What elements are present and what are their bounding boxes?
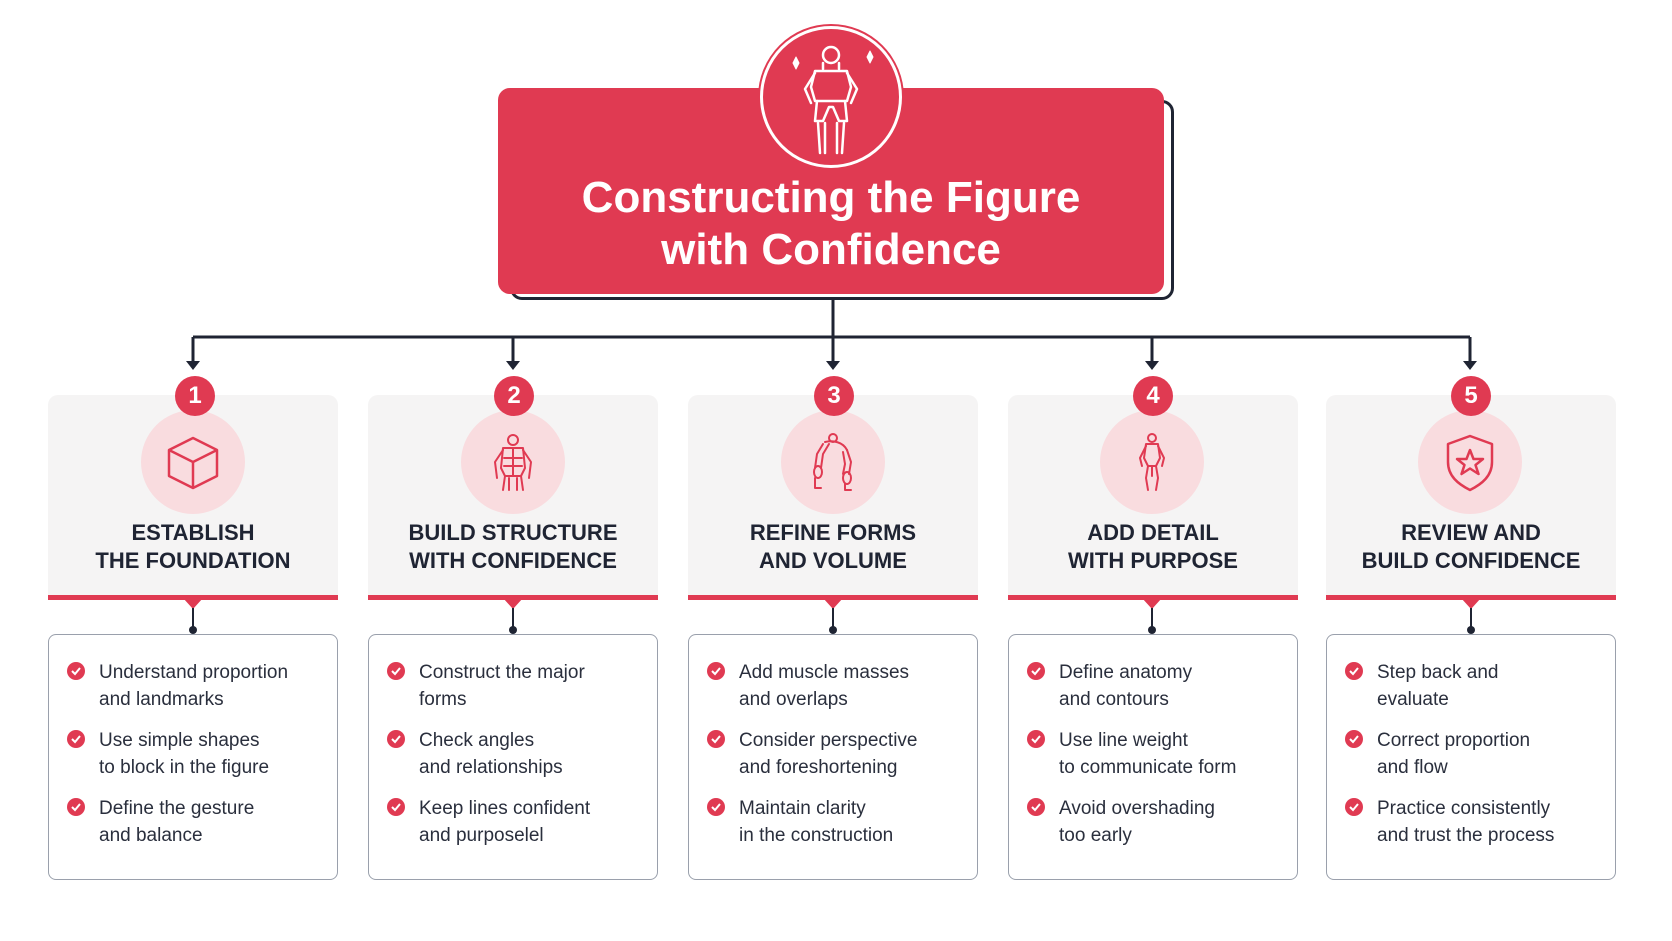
check-icon: [1345, 730, 1363, 748]
item-line-2: and trust the process: [1377, 825, 1555, 846]
step-title: ADD DETAIL WITH PURPOSE: [1008, 519, 1298, 575]
step-title: REFINE FORMS AND VOLUME: [688, 519, 978, 575]
torso-structure-icon: [461, 410, 565, 514]
item-line-1: Use simple shapes: [99, 730, 260, 751]
step-number-badge: 1: [175, 376, 215, 416]
item-line-1: Keep lines confident: [419, 798, 591, 819]
pointer-dot: [1148, 626, 1156, 634]
item-line-2: and purposelel: [419, 825, 544, 846]
check-icon: [387, 798, 405, 816]
pointer-stem: [512, 608, 514, 630]
card-pointer: [1142, 598, 1162, 609]
pointer-stem: [192, 608, 194, 630]
title-line-2: with Confidence: [661, 225, 1001, 274]
bent-figure-icon: [781, 410, 885, 514]
pointer-dot: [829, 626, 837, 634]
pointer-dot: [189, 626, 197, 634]
figure-mannequin-icon: [760, 26, 902, 168]
step-checklist: Add muscle masses and overlaps Consider p…: [688, 634, 978, 880]
standing-figure-icon: [1100, 410, 1204, 514]
step-title: REVIEW AND BUILD CONFIDENCE: [1326, 519, 1616, 575]
card-pointer: [503, 598, 523, 609]
item-line-1: Define the gesture: [99, 798, 255, 819]
check-icon: [387, 662, 405, 680]
title-line-1: Constructing the Figure: [581, 173, 1081, 222]
check-icon: [707, 798, 725, 816]
step-checklist: Step back and evaluate Correct proportion…: [1326, 634, 1616, 880]
card-pointer: [1461, 598, 1481, 609]
step-number-badge: 4: [1133, 376, 1173, 416]
step-title-line-2: WITH PURPOSE: [1068, 548, 1238, 573]
pointer-stem: [1470, 608, 1472, 630]
page-title: Constructing the Figure with Confidence: [498, 172, 1164, 276]
step-number-badge: 2: [494, 376, 534, 416]
item-line-1: Define anatomy: [1059, 662, 1193, 683]
step-title-line-2: WITH CONFIDENCE: [409, 548, 617, 573]
step-title: BUILD STRUCTURE WITH CONFIDENCE: [368, 519, 658, 575]
step-number-badge: 5: [1451, 376, 1491, 416]
check-icon: [1027, 662, 1045, 680]
item-line-2: and overlaps: [739, 689, 848, 710]
item-line-1: Use line weight: [1059, 730, 1188, 751]
check-icon: [1027, 730, 1045, 748]
step-title-line-2: AND VOLUME: [759, 548, 907, 573]
check-icon: [67, 730, 85, 748]
item-line-1: Consider perspective: [739, 730, 918, 751]
pointer-stem: [1151, 608, 1153, 630]
item-line-1: Practice consistently: [1377, 798, 1551, 819]
check-icon: [387, 730, 405, 748]
item-line-1: Maintain clarity: [739, 798, 866, 819]
item-line-1: Avoid overshading: [1059, 798, 1215, 819]
check-icon: [707, 730, 725, 748]
step-number-badge: 3: [814, 376, 854, 416]
cube-icon: [141, 410, 245, 514]
item-line-2: to communicate form: [1059, 757, 1237, 778]
item-line-2: forms: [419, 689, 467, 710]
item-line-2: and balance: [99, 825, 203, 846]
item-line-1: Correct proportion: [1377, 730, 1531, 751]
item-line-1: Step back and: [1377, 662, 1499, 683]
card-pointer: [183, 598, 203, 609]
check-icon: [67, 798, 85, 816]
check-icon: [1345, 798, 1363, 816]
item-line-1: Understand proportion: [99, 662, 289, 683]
item-line-2: evaluate: [1377, 689, 1449, 710]
item-line-2: to block in the figure: [99, 757, 270, 778]
pointer-dot: [1467, 626, 1475, 634]
step-title: ESTABLISH THE FOUNDATION: [48, 519, 338, 575]
step-title-line-1: ADD DETAIL: [1087, 520, 1219, 545]
check-icon: [707, 662, 725, 680]
step-title-line-2: BUILD CONFIDENCE: [1361, 548, 1581, 573]
step-title-line-1: ESTABLISH: [131, 520, 255, 545]
item-line-1: Check angles: [419, 730, 535, 751]
item-line-1: Construct the major: [419, 662, 585, 683]
step-checklist: Understand proportion and landmarks Use s…: [48, 634, 338, 880]
item-line-2: and foreshortening: [739, 757, 898, 778]
pointer-stem: [832, 608, 834, 630]
check-icon: [1345, 662, 1363, 680]
step-title-line-1: BUILD STRUCTURE: [408, 520, 618, 545]
item-line-1: Add muscle masses: [739, 662, 910, 683]
step-checklist: Define anatomy and contours Use line weig…: [1008, 634, 1298, 880]
check-icon: [67, 662, 85, 680]
item-line-2: in the construction: [739, 825, 894, 846]
step-title-line-2: THE FOUNDATION: [95, 548, 291, 573]
item-line-2: too early: [1059, 825, 1132, 846]
item-line-2: and contours: [1059, 689, 1169, 710]
pointer-dot: [509, 626, 517, 634]
card-pointer: [823, 598, 843, 609]
check-icon: [1027, 798, 1045, 816]
shield-star-icon: [1418, 410, 1522, 514]
step-checklist: Construct the major forms Check angles and…: [368, 634, 658, 880]
step-title-line-1: REFINE FORMS: [749, 520, 917, 545]
item-line-2: and landmarks: [99, 689, 224, 710]
item-line-2: and flow: [1377, 757, 1448, 778]
item-line-2: and relationships: [419, 757, 563, 778]
step-title-line-1: REVIEW AND: [1401, 520, 1541, 545]
